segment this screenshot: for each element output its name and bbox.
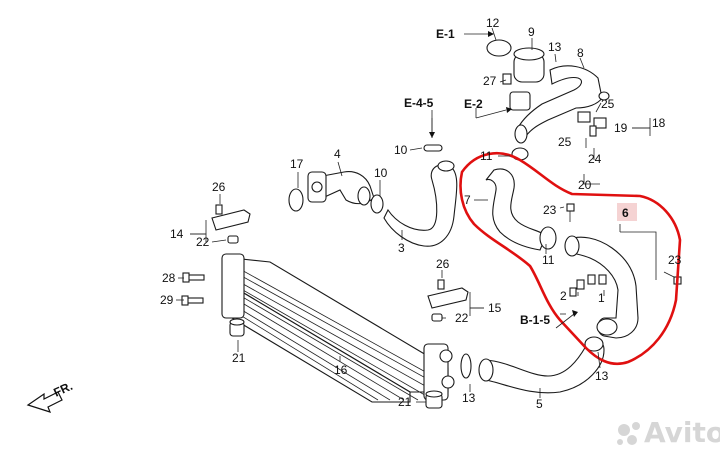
callout-16: 16 <box>334 363 348 377</box>
callout-20: 20 <box>578 178 592 192</box>
callout-28: 28 <box>162 271 176 285</box>
callout-9: 9 <box>528 25 535 39</box>
hose-7 <box>485 147 557 251</box>
mount-21-lower <box>425 390 443 409</box>
bolt-28 <box>182 272 205 283</box>
callout-11: 11 <box>480 149 493 163</box>
clamp-13-lower <box>460 353 472 379</box>
callout-6-box <box>617 203 637 221</box>
mount-21-upper <box>229 318 245 337</box>
callout-25-bottom: 25 <box>558 135 572 149</box>
callouts: 12 9 13 8 27 25 19 18 25 24 20 11 7 23 6… <box>160 16 682 411</box>
callout-8: 8 <box>577 46 584 60</box>
intercooler <box>221 253 455 403</box>
ref-e45: E-4-5 <box>404 96 434 110</box>
o-ring-10 <box>370 194 384 214</box>
watermark-text: Avito <box>644 416 720 449</box>
callout-18: 18 <box>652 116 666 130</box>
bolt-23-top <box>566 203 575 222</box>
callout-11-right: 11 <box>542 253 555 267</box>
callout-13-bottom: 13 <box>462 391 476 405</box>
pin-10 <box>423 144 443 152</box>
callout-27: 27 <box>483 74 497 88</box>
callout-13-right: 13 <box>595 369 609 383</box>
callout-25-top: 25 <box>601 97 615 111</box>
callout-2: 2 <box>560 289 567 303</box>
bracket-14 <box>211 204 251 244</box>
pipe-4 <box>307 171 375 206</box>
ref-e1: E-1 <box>436 27 455 41</box>
callout-19: 19 <box>614 121 628 135</box>
callout-6: 6 <box>622 206 629 220</box>
callout-26-right: 26 <box>436 257 450 271</box>
callout-15: 15 <box>488 301 502 315</box>
callout-5: 5 <box>536 397 543 411</box>
callout-17: 17 <box>290 157 304 171</box>
highlight-outline <box>459 152 682 366</box>
ref-e2: E-2 <box>464 97 483 111</box>
callout-22-left: 22 <box>196 235 210 249</box>
clamp-13-right <box>584 336 604 352</box>
callout-14: 14 <box>170 227 184 241</box>
callout-1: 1 <box>598 291 605 305</box>
watermark: Avito <box>617 416 720 449</box>
callout-22-right: 22 <box>455 311 469 325</box>
pipe-6 <box>564 235 639 339</box>
front-label: FR. <box>51 379 74 400</box>
bolt-29 <box>181 295 204 306</box>
callout-29: 29 <box>160 293 174 307</box>
callout-7: 7 <box>464 193 471 207</box>
hose-3 <box>383 160 458 247</box>
callout-21-bottom: 21 <box>398 395 412 409</box>
callout-23-right: 23 <box>668 253 682 267</box>
ref-b15: B-1-5 <box>520 313 550 327</box>
callout-26-left: 26 <box>212 180 226 194</box>
callout-4: 4 <box>334 147 341 161</box>
reference-arrows <box>429 31 578 329</box>
front-direction-arrow: FR. <box>26 379 75 413</box>
avito-logo-icon <box>617 422 640 445</box>
clip-24 <box>589 125 597 137</box>
bracket-15 <box>427 279 469 322</box>
gasket-17 <box>288 188 304 212</box>
leader-lines <box>176 27 657 403</box>
callout-12: 12 <box>486 16 500 30</box>
callout-21-left: 21 <box>232 351 246 365</box>
callout-24: 24 <box>588 152 602 166</box>
upper-pipe-assembly <box>486 39 610 144</box>
hose-5 <box>478 339 605 394</box>
callout-3: 3 <box>398 241 405 255</box>
callout-10-pin: 10 <box>394 143 408 157</box>
callout-10-ring: 10 <box>374 166 388 180</box>
callout-23-top: 23 <box>543 203 557 217</box>
callout-13: 13 <box>548 40 562 54</box>
